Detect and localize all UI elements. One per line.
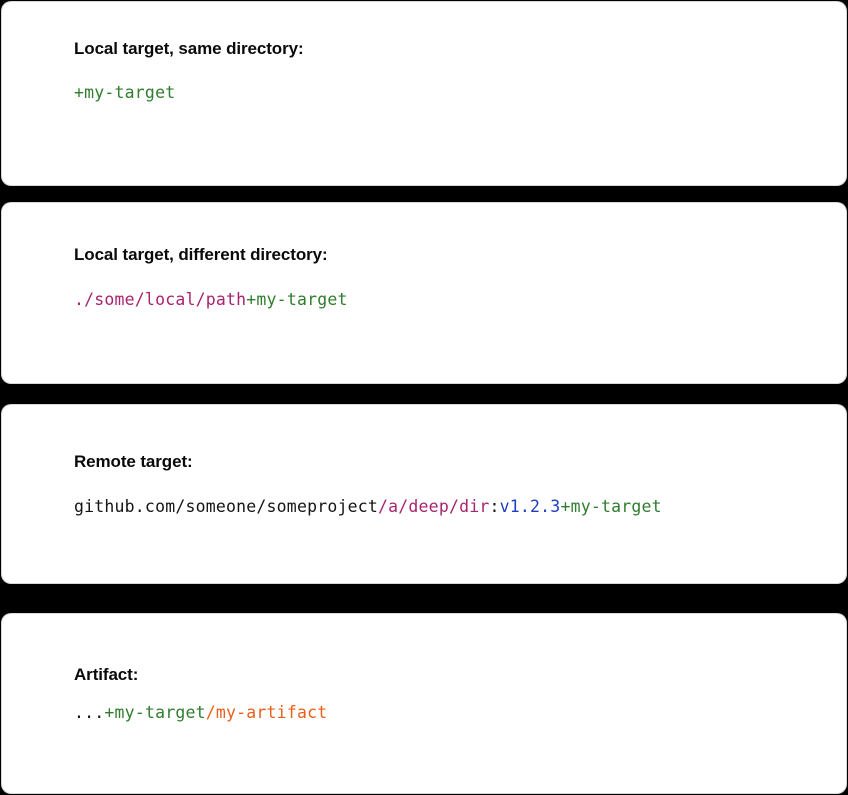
tag-version: v1.2.3: [499, 497, 561, 516]
target-name: +my-target: [560, 497, 662, 516]
repo-path: /a/deep/dir: [378, 497, 490, 516]
target-name: +my-target: [104, 703, 206, 722]
code-line: ./some/local/path+my-target: [74, 290, 348, 309]
tag-separator: :: [489, 497, 500, 516]
panel-artifact: Artifact: ...+my-target/my-artifact Arti…: [2, 614, 846, 793]
panel-local-same-directory: Local target, same directory: +my-target: [2, 2, 846, 185]
panel-heading: Remote target:: [74, 452, 193, 471]
code-line: +my-target: [74, 83, 175, 102]
relative-path: ./some/local/path: [74, 290, 247, 309]
panel-local-different-directory: Local target, different directory: ./som…: [2, 203, 846, 383]
artifact-name: /my-artifact: [205, 703, 328, 722]
target-name: +my-target: [246, 290, 348, 309]
panel-heading: Artifact:: [74, 665, 139, 684]
panel-heading: Local target, different directory:: [74, 245, 328, 264]
panel-remote-target: Remote target: github.com/someone/somepr…: [2, 405, 846, 583]
code-line: ...+my-target/my-artifact: [74, 703, 327, 722]
ellipsis: ...: [74, 703, 105, 722]
target-name: +my-target: [74, 83, 176, 102]
github-url: github.com/someone/someproject: [74, 497, 379, 516]
code-line: github.com/someone/someproject/a/deep/di…: [74, 497, 662, 516]
panel-heading: Local target, same directory:: [74, 39, 304, 58]
